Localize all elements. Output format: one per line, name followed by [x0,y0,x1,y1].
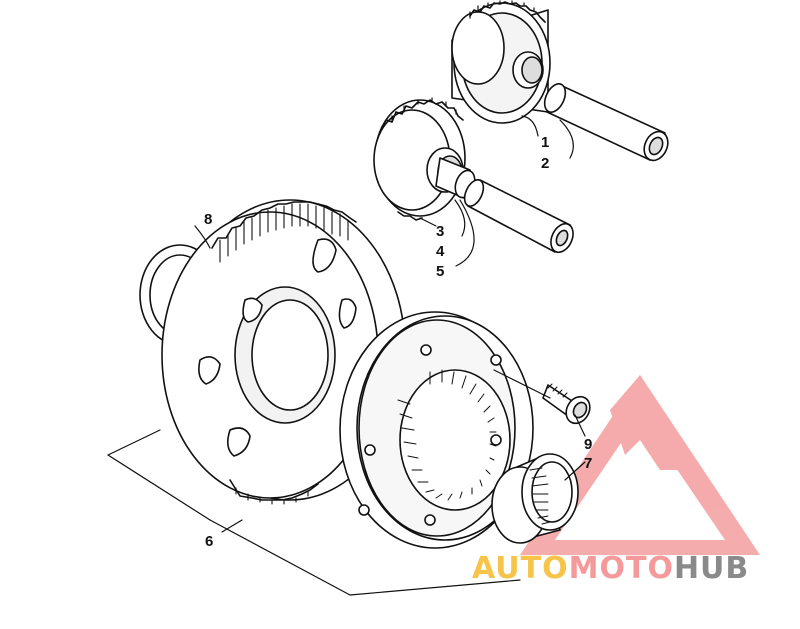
watermark-inner-mark-icon [610,375,700,470]
callout-2: 2 [541,155,549,172]
callout-6: 6 [205,533,213,550]
watermark-text: AUTOMOTOHUB [472,551,749,586]
callout-5: 5 [436,263,444,280]
upper-shaft [543,83,669,162]
sprag-bearing [491,453,579,544]
watermark-hub: HUB [674,551,749,586]
socket-cap-bolt [542,383,591,425]
callout-4: 4 [436,243,445,260]
one-way-clutch-housing [339,311,534,549]
callout-8: 8 [204,211,212,228]
upper-compound-gear [451,0,551,124]
middle-shaft [463,179,574,254]
callout-1: 1 [541,134,549,151]
callout-7: 7 [584,455,592,472]
middle-gear [373,97,466,221]
callout-9: 9 [584,436,592,453]
leader-lines [107,115,586,596]
watermark-moto: MOTO [569,551,674,586]
callout-3: 3 [436,223,444,240]
watermark-logo-icon [520,375,760,555]
watermark-auto: AUTO [472,551,569,586]
